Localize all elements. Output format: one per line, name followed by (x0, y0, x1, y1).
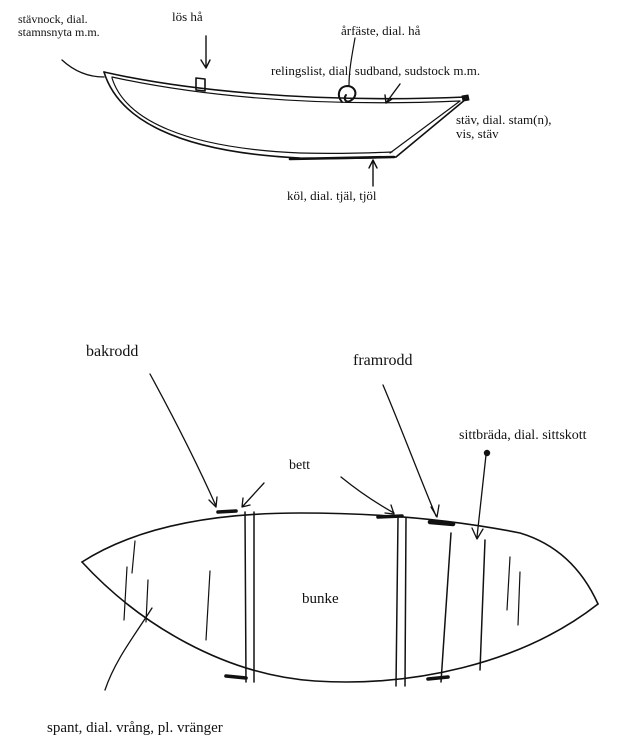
boat-top-view (82, 374, 598, 690)
framrodd-pointer (383, 385, 439, 517)
thwart-sitt-b (480, 540, 485, 670)
bett-mark-3 (430, 522, 453, 524)
stem-knob (462, 95, 469, 101)
bett-pointer-right (341, 477, 394, 514)
stavnock-label-line2: stamnsnyta m.m. (18, 26, 100, 39)
keel-line (290, 157, 394, 159)
thwart-framrodd-b (405, 518, 406, 686)
arfaste-label: årfäste, dial. hå (341, 24, 420, 38)
sittbrada-dot (484, 450, 490, 456)
boat-side-view (62, 36, 469, 186)
los-ha-label: lös hå (172, 10, 203, 24)
bakrodd-pointer (150, 374, 217, 507)
kol-label: köl, dial. tjäl, tjöl (287, 189, 377, 203)
hull-top-lower-outline (82, 562, 598, 682)
stavnock-label: stävnock, dial. stamnsnyta m.m. (18, 13, 100, 39)
sittbrada-label: sittbräda, dial. sittskott (459, 428, 587, 443)
spant-stroke-5 (507, 557, 510, 610)
spant-stroke-4 (206, 571, 210, 640)
spant-stroke-6 (518, 572, 520, 625)
hull-top-upper-outline (82, 513, 598, 604)
relingslist-arrow (385, 84, 400, 103)
spant-stroke-2 (132, 541, 135, 573)
thwart-sitt-a (441, 533, 451, 682)
arfaste-loop (339, 86, 356, 102)
bottom-mark-1 (226, 676, 246, 678)
bunke-label: bunke (302, 591, 339, 607)
stav-label-line1: stäv, dial. stam(n), (456, 113, 552, 127)
stavnock-pointer-line (62, 60, 104, 77)
relingslist-label: relingslist, dial. sudband, sudstock m.m… (271, 64, 480, 78)
spant-pointer (105, 608, 152, 690)
thwart-framrodd-a (396, 518, 398, 686)
bakrodd-label: bakrodd (86, 343, 138, 360)
framrodd-label: framrodd (353, 352, 413, 369)
bett-pointer-left (242, 483, 264, 507)
kol-arrow (369, 160, 377, 186)
stav-label-line2: vis, stäv (456, 127, 552, 141)
bottom-mark-2 (428, 677, 448, 679)
stav-label: stäv, dial. stam(n), vis, stäv (456, 113, 552, 141)
los-ha-arrow (201, 36, 210, 68)
bett-mark-1 (218, 511, 236, 512)
spant-label: spant, dial. vrång, pl. vränger (47, 720, 223, 736)
stavnock-label-line1: stävnock, dial. (18, 13, 100, 26)
bett-label: bett (289, 458, 310, 473)
hull-bottom-outer (104, 72, 396, 158)
spant-stroke-1 (124, 567, 127, 620)
hull-bottom-inner (112, 78, 392, 153)
stern-stem-inner (390, 101, 460, 153)
thwart-bakrodd-a (245, 512, 246, 682)
bett-mark-2 (378, 516, 402, 517)
arfaste-pointer (349, 38, 355, 86)
